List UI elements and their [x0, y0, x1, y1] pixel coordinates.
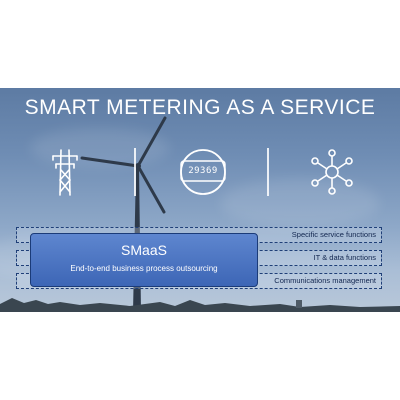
- smaas-box: SMaaS End-to-end business process outsou…: [30, 233, 258, 287]
- ground-silhouette: [0, 298, 400, 312]
- layer-label: Communications management: [274, 276, 376, 285]
- power-pylon-icon: [52, 149, 78, 196]
- slide: SMART METERING AS A SERVICE 29369: [0, 88, 400, 312]
- meter-display-value: 29369: [188, 166, 218, 176]
- electric-meter-icon: [180, 149, 226, 195]
- layer-label: Specific service functions: [291, 230, 376, 239]
- layer-label: IT & data functions: [313, 253, 376, 262]
- network-hub-icon: [311, 149, 353, 195]
- smaas-title: SMaaS: [121, 242, 167, 258]
- slide-title: SMART METERING AS A SERVICE: [24, 96, 376, 119]
- icon-divider: [134, 148, 136, 196]
- icon-divider: [267, 148, 269, 196]
- cloud: [220, 178, 380, 228]
- smaas-subtitle: End-to-end business process outsourcing: [70, 264, 218, 273]
